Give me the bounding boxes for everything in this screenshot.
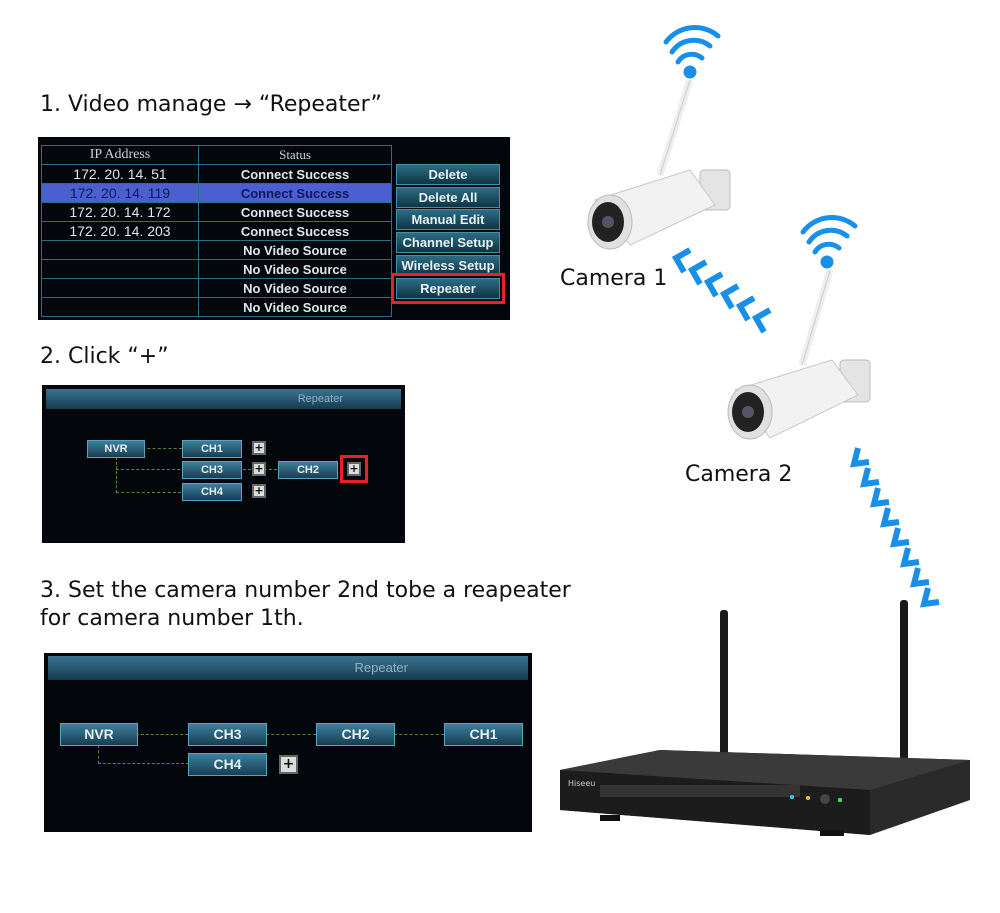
delete-button[interactable]: Delete [396,164,500,185]
node-ch2[interactable]: CH2 [278,461,338,479]
ip-cell: 172. 20. 14. 172 [41,202,199,222]
step-1-text: 1. Video manage → “Repeater” [40,92,382,117]
connector [142,448,182,449]
nvr-device-icon: Hiseeu [560,600,970,836]
signal-arrows-icon [850,447,940,608]
repeater-panel-step2: Repeater NVR CH1 CH3 CH4 CH2 + + + + [42,385,405,543]
camera-1-icon [587,78,731,250]
header-status: Status [198,145,392,165]
connector [266,734,316,735]
status-cell: No Video Source [198,297,392,317]
add-button-ch2-highlighted[interactable]: + [340,455,368,483]
status-cell: Connect Success [198,183,392,203]
panel-title: Repeater [48,656,528,680]
ip-cell [41,297,199,317]
ip-cell: 172. 20. 14. 203 [41,221,199,241]
camera-1-label: Camera 1 [560,266,668,291]
add-button-ch1[interactable]: + [252,441,266,455]
node-nvr[interactable]: NVR [60,723,138,746]
status-cell: Connect Success [198,221,392,241]
svg-text:Hiseeu: Hiseeu [568,779,595,788]
camera-2-icon [727,269,871,440]
status-cell: Connect Success [198,202,392,222]
wireless-setup-button[interactable]: Wireless Setup [396,255,500,276]
channel-setup-button[interactable]: Channel Setup [396,232,500,253]
signal-arrows-icon [671,247,772,334]
table-row[interactable]: No Video Source [41,297,392,317]
node-nvr[interactable]: NVR [87,440,145,458]
connector [394,734,444,735]
node-ch1[interactable]: CH1 [182,440,242,458]
header-ip: IP Address [41,145,199,165]
step-3-text-line2: for camera number 1th. [40,606,304,631]
repeater-panel-step3: Repeater NVR CH3 CH2 CH1 CH4 + [44,653,532,832]
repeater-button[interactable]: Repeater [391,273,505,304]
connector [98,745,189,764]
node-ch4[interactable]: CH4 [188,753,267,776]
step-3-text-line1: 3. Set the camera number 2nd tobe a reap… [40,578,571,603]
ip-cell [41,240,199,260]
connector [116,469,180,470]
node-ch4[interactable]: CH4 [182,483,242,501]
panel-title: Repeater [46,389,401,409]
add-button-ch4[interactable]: + [252,484,266,498]
add-button-ch3[interactable]: + [252,462,266,476]
table-row[interactable]: No Video Source [41,240,392,260]
node-ch1[interactable]: CH1 [444,723,523,746]
wifi-icon [663,25,721,79]
connector [116,457,181,493]
step-2-text: 2. Click “+” [40,344,169,369]
node-ch2[interactable]: CH2 [316,723,395,746]
node-ch3[interactable]: CH3 [188,723,267,746]
wireless-illustration: Hiseeu [560,25,970,836]
node-ch3[interactable]: CH3 [182,461,242,479]
table-row[interactable]: No Video Source [41,278,392,298]
ip-cell [41,259,199,279]
ip-cell: 172. 20. 14. 51 [41,164,199,184]
status-cell: Connect Success [198,164,392,184]
wifi-icon [800,215,858,269]
status-cell: No Video Source [198,259,392,279]
table-row[interactable]: No Video Source [41,259,392,279]
ip-cell: 172. 20. 14. 119 [41,183,199,203]
ip-cell [41,278,199,298]
delete-all-button[interactable]: Delete All [396,187,500,208]
manual-edit-button[interactable]: Manual Edit [396,209,500,230]
camera-2-label: Camera 2 [685,462,793,487]
add-button-ch4[interactable]: + [279,755,298,774]
status-cell: No Video Source [198,278,392,298]
status-cell: No Video Source [198,240,392,260]
connector [136,734,188,735]
